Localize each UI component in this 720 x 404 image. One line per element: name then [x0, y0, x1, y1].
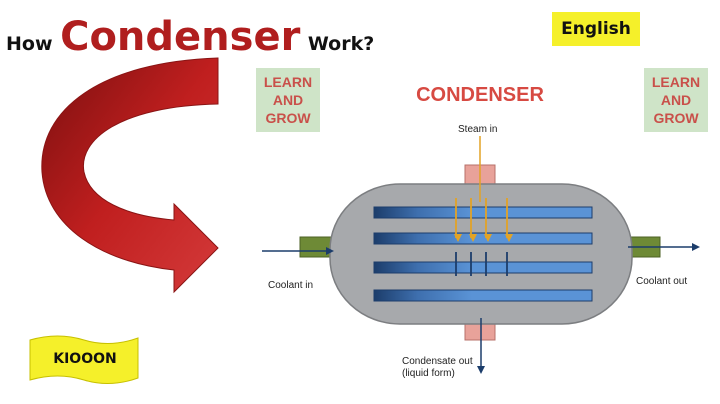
tube [373, 261, 593, 274]
badge-line: GROW [653, 110, 699, 126]
badge-line: LEARN [263, 74, 313, 90]
condensate-out-line2: (liquid form) [402, 368, 455, 379]
language-button[interactable]: English [552, 12, 640, 46]
language-button-label: English [561, 19, 631, 39]
condensate-out-line1: Condensate out [402, 356, 473, 367]
title-prefix: How [6, 33, 53, 55]
title-suffix: Work? [307, 33, 375, 55]
tube [373, 206, 593, 219]
badge-line: GROW [265, 110, 311, 126]
badge-line: LEARN [651, 74, 701, 90]
curved-arrow-icon [41, 57, 219, 294]
badge-line: AND [272, 92, 304, 108]
tube [373, 232, 593, 245]
coolant-in-label: Coolant in [268, 280, 314, 291]
condensate-out-label: Condensate out (liquid form) [402, 356, 473, 380]
condenser-shell [329, 183, 633, 325]
badge-line: AND [660, 92, 692, 108]
brand-logo: KIOOON [30, 338, 140, 380]
coolant-out-label: Coolant out [636, 276, 688, 287]
title-main: Condenser [60, 14, 301, 60]
brand-name: KIOOON [53, 351, 117, 367]
steam-in-label: Steam in [458, 124, 498, 135]
page-title: How Condenser Work? [6, 14, 374, 60]
learn-and-grow-badge-left: LEARN AND GROW [256, 68, 320, 132]
tube [373, 289, 593, 302]
diagram-title: CONDENSER [416, 84, 544, 106]
brand-flag-shape [29, 335, 139, 384]
learn-and-grow-badge-right: LEARN AND GROW [644, 68, 708, 132]
